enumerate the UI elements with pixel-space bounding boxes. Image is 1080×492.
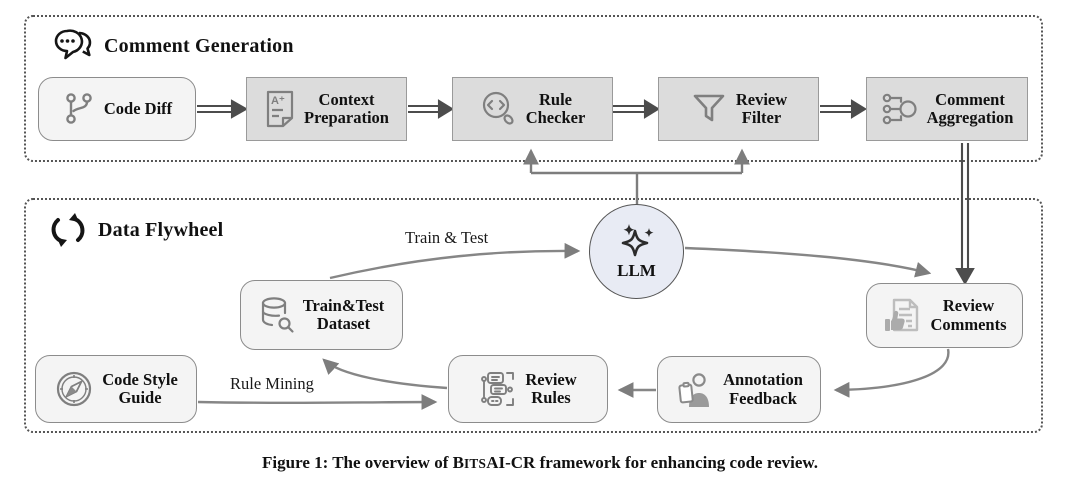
node-comment-aggregation: Comment Aggregation xyxy=(866,77,1028,141)
llm-label: LLM xyxy=(617,260,656,280)
node-code-style-guide: Code Style Guide xyxy=(35,355,197,423)
annotation-feedback-label: Annotation Feedback xyxy=(723,370,803,408)
code-style-guide-label: Code Style Guide xyxy=(102,369,178,407)
svg-text:A⁺: A⁺ xyxy=(271,95,285,107)
node-llm: LLM xyxy=(589,204,684,299)
caption-smallcaps: ITS xyxy=(463,456,487,471)
node-rule-checker: Rule Checker xyxy=(452,77,613,141)
comment-generation-header: Comment Generation xyxy=(52,26,294,66)
node-review-filter: Review Filter xyxy=(658,77,819,141)
sparkles-icon xyxy=(621,223,653,257)
aggregation-nodes-icon xyxy=(882,93,917,125)
train-test-dataset-label: Train&Test Dataset xyxy=(302,295,385,333)
git-branch-icon xyxy=(66,93,92,124)
rule-checker-label: Rule Checker xyxy=(525,89,586,127)
database-search-icon xyxy=(261,297,294,333)
comment-generation-title: Comment Generation xyxy=(104,34,294,57)
funnel-icon xyxy=(693,94,725,122)
context-preparation-label: Context Preparation xyxy=(304,89,389,127)
review-comments-label: Review Comments xyxy=(930,296,1007,334)
node-review-rules: Review Rules xyxy=(448,355,608,423)
rules-list-icon xyxy=(481,372,515,406)
node-train-test-dataset: Train&Test Dataset xyxy=(240,280,403,350)
rule-mining-edge-label: Rule Mining xyxy=(230,374,314,393)
caption-part2: AI-CR framework for enhancing code revie… xyxy=(486,453,818,472)
data-flywheel-title: Data Flywheel xyxy=(98,218,224,241)
chat-bubbles-icon xyxy=(54,29,92,60)
node-code-diff: Code Diff xyxy=(38,77,196,141)
data-flywheel-header: Data Flywheel xyxy=(48,211,223,249)
train-test-edge-label: Train & Test xyxy=(405,228,489,247)
document-thumbs-up-icon xyxy=(885,298,919,331)
node-review-comments: Review Comments xyxy=(866,283,1023,348)
node-annotation-feedback: Annotation Feedback xyxy=(657,356,821,423)
code-diff-label: Code Diff xyxy=(103,98,173,118)
figure-caption: Figure 1: The overview of BITSAI-CR fram… xyxy=(0,453,1080,473)
review-rules-label: Review Rules xyxy=(525,369,577,407)
person-clipboard-icon xyxy=(678,372,710,407)
caption-part1: Figure 1: The overview of B xyxy=(262,453,464,472)
cycle-arrows-icon xyxy=(51,213,85,247)
comment-aggregation-label: Comment Aggregation xyxy=(926,89,1014,127)
magnifier-code-icon xyxy=(482,91,514,125)
document-a-plus-icon: A⁺ xyxy=(266,90,294,128)
node-context-preparation: A⁺ Context Preparation xyxy=(246,77,407,141)
compass-icon xyxy=(57,371,92,407)
review-filter-label: Review Filter xyxy=(735,89,788,127)
